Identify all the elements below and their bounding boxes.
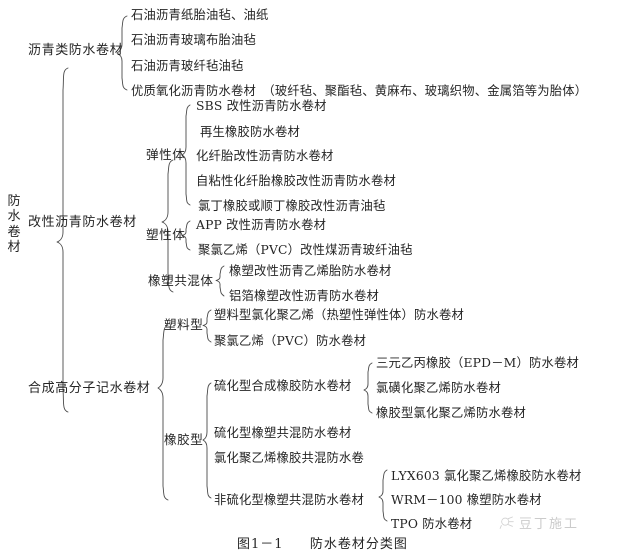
branch-label-asphalt: 沥青类防水卷材 xyxy=(28,43,124,58)
leaf-item: 石油沥青玻纤毡油毡 xyxy=(131,59,244,73)
group-label-rubber-plastic-blend: 橡塑共混体 xyxy=(148,273,214,288)
group-label-rubber-type: 橡胶型 xyxy=(164,432,204,447)
leaf-item: 氯化聚乙烯橡胶共混防水卷 xyxy=(214,451,364,465)
leaf-item: 铝箔橡塑改性沥青防水卷材 xyxy=(229,289,379,303)
group-label-elastomer: 弹性体 xyxy=(146,147,186,162)
leaf-item: 聚氯乙烯（PVC）改性煤沥青玻纤油毡 xyxy=(198,243,413,257)
leaf-item: 石油沥青玻璃布胎油毡 xyxy=(131,33,256,47)
leaf-item: APP 改性沥青防水卷材 xyxy=(196,218,327,232)
figure-caption: 图1－1 防水卷材分类图 xyxy=(237,533,408,552)
leaf-item: 硫化型合成橡胶防水卷材 xyxy=(214,379,352,393)
watermark: 豆丁施工 xyxy=(498,513,579,532)
leaf-item: 三元乙丙橡胶（EPD－M）防水卷材 xyxy=(376,356,579,370)
leaf-item: 优质氧化沥青防水卷材 （玻纤毡、聚酯毡、黄麻布、玻璃织物、金属箔等为胎体） xyxy=(131,84,588,98)
leaf-item: 非硫化型橡塑共混防水卷材 xyxy=(214,493,364,507)
leaf-item: 橡塑改性沥青乙烯胎防水卷材 xyxy=(229,264,392,278)
group-label-plastic-type: 塑料型 xyxy=(164,317,204,332)
group-label-plastomer: 塑性体 xyxy=(146,227,186,242)
leaf-item: 再生橡胶防水卷材 xyxy=(200,125,300,139)
leaf-item: 橡胶型氯化聚乙烯防水卷材 xyxy=(376,406,526,420)
leaf-item: 氯磺化聚乙烯防水卷材 xyxy=(376,381,501,395)
branch-label-synthetic-polymer: 合成高分子记水卷材 xyxy=(28,381,151,396)
leaf-item: WRM－100 橡塑防水卷材 xyxy=(391,493,542,507)
leaf-item: 自粘性化纤胎橡胶改性沥青防水卷材 xyxy=(196,174,396,188)
dou-ding-logo-icon xyxy=(498,514,515,531)
leaf-item: 化纤胎改性沥青防水卷材 xyxy=(196,149,334,163)
leaf-item: 氯丁橡胶或顺丁橡胶改性沥青油毡 xyxy=(198,199,386,213)
leaf-item: 石油沥青纸胎油毡、油纸 xyxy=(131,8,269,22)
root-label: 防水卷材 xyxy=(7,194,21,255)
leaf-item: 硫化型橡塑共混防水卷材 xyxy=(214,426,352,440)
leaf-item: SBS 改性沥青防水卷材 xyxy=(196,99,327,113)
figure-caption-number: 图1－1 xyxy=(237,537,284,552)
figure-caption-title: 防水卷材分类图 xyxy=(309,537,408,552)
leaf-item: 塑料型氯化聚乙烯（热塑性弹性体）防水卷材 xyxy=(214,308,464,322)
watermark-text: 豆丁施工 xyxy=(519,517,580,532)
leaf-item: LYX603 氯化聚乙烯橡胶防水卷材 xyxy=(391,469,582,483)
branch-label-modified-asphalt: 改性沥青防水卷材 xyxy=(28,215,137,230)
leaf-item: TPO 防水卷材 xyxy=(391,517,473,531)
leaf-item: 聚氯乙烯（PVC）防水卷材 xyxy=(214,334,367,348)
